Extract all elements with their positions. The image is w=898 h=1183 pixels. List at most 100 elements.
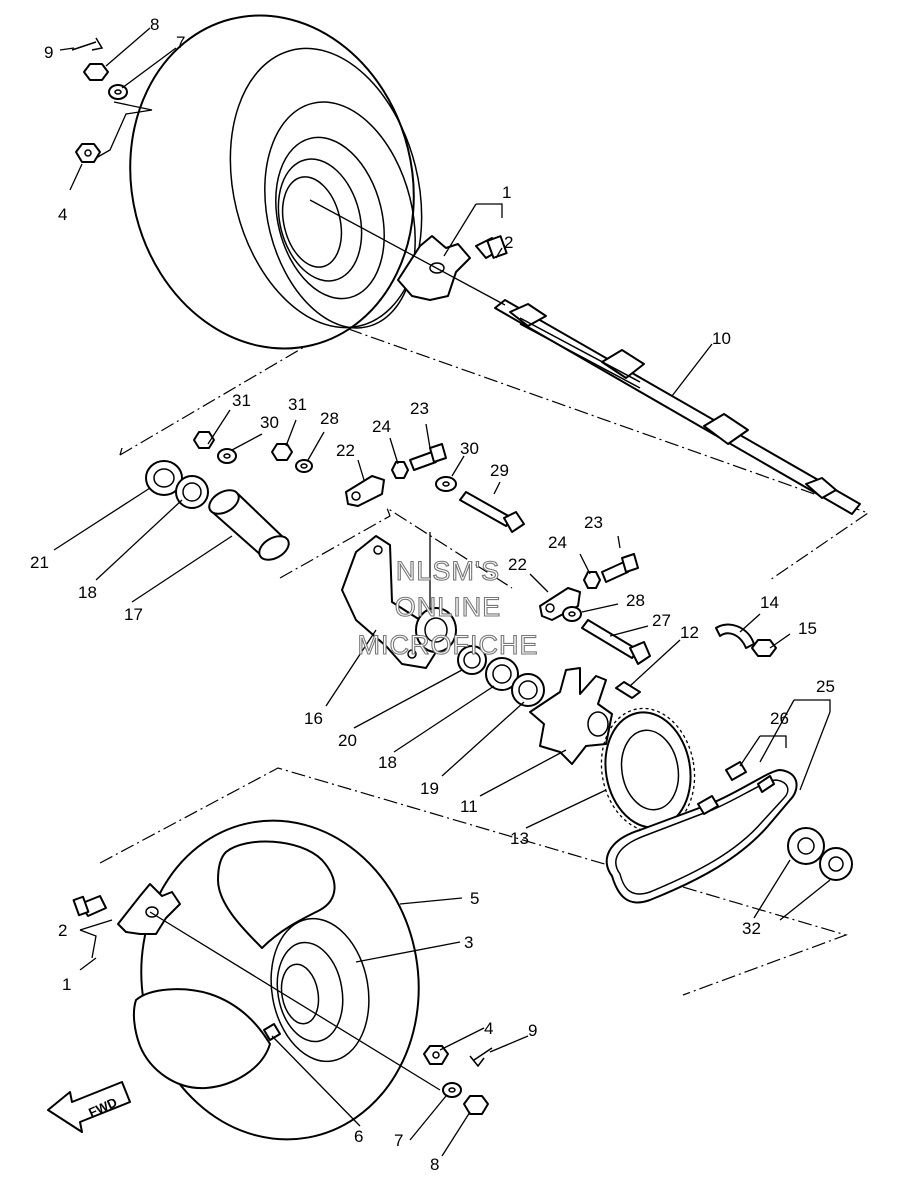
- callout-11: 11: [460, 797, 478, 816]
- callout-18: 18: [378, 753, 397, 772]
- callout-30: 30: [260, 413, 279, 432]
- upper-wheel-tire: [129, 14, 423, 350]
- upper-hub-bolt: [475, 235, 508, 259]
- callout-1: 1: [62, 975, 71, 994]
- washer-30-left: [217, 448, 237, 464]
- axle-centerline: [309, 199, 506, 306]
- callout-31: 31: [232, 391, 251, 410]
- nut-31-right: [271, 443, 293, 461]
- callout-4: 4: [484, 1019, 493, 1038]
- nut-24-lower: [583, 571, 601, 589]
- callout-16: 16: [304, 709, 323, 728]
- callout-14: 14: [760, 593, 779, 612]
- chain-joint-26: [697, 761, 775, 815]
- callout-labels: 9 8 7 4 1 2 10 31 30 31 28 24 23 22 30 2…: [30, 15, 835, 1174]
- upper-hub-nut: [75, 143, 101, 163]
- watermark: NLSM'S ONLINE MICROFICHE: [357, 555, 539, 660]
- nut-15: [751, 639, 777, 657]
- lower-wheel-hub: [117, 883, 181, 935]
- lower-hub-bolt: [72, 895, 107, 917]
- callout-24: 24: [548, 533, 567, 552]
- left-oil-seal-18: [175, 475, 209, 509]
- axle-housing: [341, 535, 457, 669]
- upper-castle-nut: [83, 63, 109, 81]
- callout-30: 30: [460, 439, 479, 458]
- bolt-29: [459, 491, 525, 533]
- callout-15: 15: [798, 619, 817, 638]
- pin-12: [615, 681, 641, 699]
- lower-castle-nut: [463, 1095, 489, 1115]
- forward-arrow-icon: FWD: [47, 1081, 131, 1133]
- callout-4: 4: [58, 205, 67, 224]
- callout-2: 2: [504, 233, 513, 252]
- bearing-20: [457, 645, 487, 675]
- lower-axle-centerline: [149, 911, 441, 1091]
- callout-24: 24: [372, 417, 391, 436]
- leader-lines: [53, 27, 831, 1157]
- callout-12: 12: [680, 623, 699, 642]
- adjuster-22-upper: [345, 475, 385, 507]
- callout-7: 7: [394, 1131, 403, 1150]
- callout-26: 26: [770, 709, 789, 728]
- watermark-line-2: ONLINE: [395, 592, 502, 622]
- callout-27: 27: [652, 611, 671, 630]
- watermark-line-1: NLSM'S: [396, 556, 500, 586]
- callout-5: 5: [470, 889, 479, 908]
- callout-31: 31: [288, 395, 307, 414]
- oil-seal-19: [511, 673, 545, 707]
- callout-1: 1: [502, 183, 511, 202]
- callout-19: 19: [420, 779, 439, 798]
- callout-29: 29: [490, 461, 509, 480]
- callout-22: 22: [508, 555, 527, 574]
- callout-25: 25: [816, 677, 835, 696]
- callout-20: 20: [338, 731, 357, 750]
- chain-clip-14: [715, 623, 755, 649]
- sprocket-hub: [529, 667, 613, 765]
- bolt-27: [581, 619, 651, 665]
- callout-2: 2: [58, 921, 67, 940]
- callout-21: 21: [30, 553, 49, 572]
- callout-3: 3: [464, 933, 473, 952]
- nut-24-upper: [391, 461, 409, 479]
- callout-28: 28: [626, 591, 645, 610]
- upper-wheel-hub: [397, 235, 471, 301]
- upper-assembly-frame: [119, 325, 870, 581]
- lower-hub-nut: [423, 1045, 449, 1065]
- callout-18: 18: [78, 583, 97, 602]
- rear-axle: [494, 299, 861, 515]
- callout-7: 7: [176, 33, 185, 52]
- left-bearing-21: [145, 460, 183, 496]
- chain-roller-32b: [819, 847, 853, 881]
- callout-9: 9: [44, 43, 53, 62]
- callout-10: 10: [712, 329, 731, 348]
- callout-28: 28: [320, 409, 339, 428]
- callout-17: 17: [124, 605, 143, 624]
- lower-wheel-tire: [132, 819, 420, 1141]
- nut-31-left: [193, 431, 215, 449]
- callout-32: 32: [742, 919, 761, 938]
- chain-roller-32a: [787, 827, 825, 865]
- lower-washer: [442, 1082, 462, 1098]
- washer-28-right: [562, 606, 582, 622]
- lower-valve: [263, 1023, 281, 1041]
- oil-seal-18-right: [485, 657, 519, 691]
- callout-9: 9: [528, 1021, 537, 1040]
- upper-cotter-pin: [71, 37, 104, 51]
- washer-28-left: [295, 459, 313, 473]
- lower-cotter-pin: [469, 1047, 493, 1068]
- upper-washer: [108, 84, 128, 100]
- callout-23: 23: [584, 513, 603, 532]
- adjuster-22-lower: [539, 587, 581, 621]
- callout-8: 8: [150, 15, 159, 34]
- collar-17: [208, 489, 290, 561]
- frame-link-upper: [119, 447, 123, 456]
- callout-8: 8: [430, 1155, 439, 1174]
- lower-assembly-frame: [99, 767, 848, 996]
- watermark-line-3: MICROFICHE: [358, 630, 539, 660]
- callout-13: 13: [510, 829, 529, 848]
- washer-30-right: [435, 476, 457, 492]
- callout-22: 22: [336, 441, 355, 460]
- callout-23: 23: [410, 399, 429, 418]
- drive-chain: [605, 769, 798, 904]
